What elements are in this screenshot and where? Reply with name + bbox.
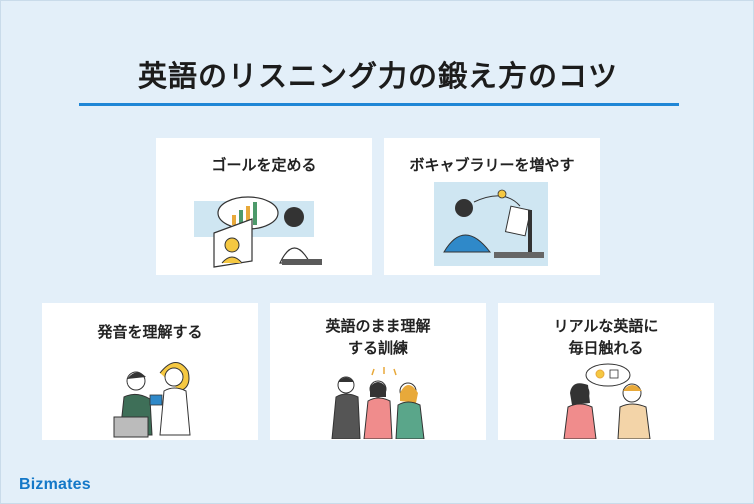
card-label: ボキャブラリーを増やす: [409, 156, 575, 174]
goal-illustration: [194, 196, 322, 268]
card-set-goal: ゴールを定める: [156, 138, 372, 275]
pronunciation-illustration: [113, 362, 191, 438]
card-understand-in-english: 英語のまま理解 する訓練: [270, 303, 486, 440]
page-title: 英語のリスニング力の鍛え方のコツ: [137, 59, 618, 93]
card-label: リアルな英語に 毎日触れる: [553, 317, 659, 357]
bizmates-logo: Bizmates: [19, 476, 91, 493]
vocabulary-illustration: [434, 182, 548, 266]
card-understand-pronunciation: 発音を理解する: [42, 303, 258, 440]
card-label: 発音を理解する: [97, 323, 203, 341]
title-underline: [79, 103, 679, 106]
card-expand-vocabulary: ボキャブラリーを増やす: [384, 138, 600, 275]
card-label: 英語のまま理解 する訓練: [325, 317, 431, 357]
training-illustration: [331, 367, 425, 439]
conversation-illustration: [563, 363, 651, 439]
card-real-english-daily: リアルな英語に 毎日触れる: [498, 303, 714, 440]
card-label: ゴールを定める: [211, 156, 317, 174]
